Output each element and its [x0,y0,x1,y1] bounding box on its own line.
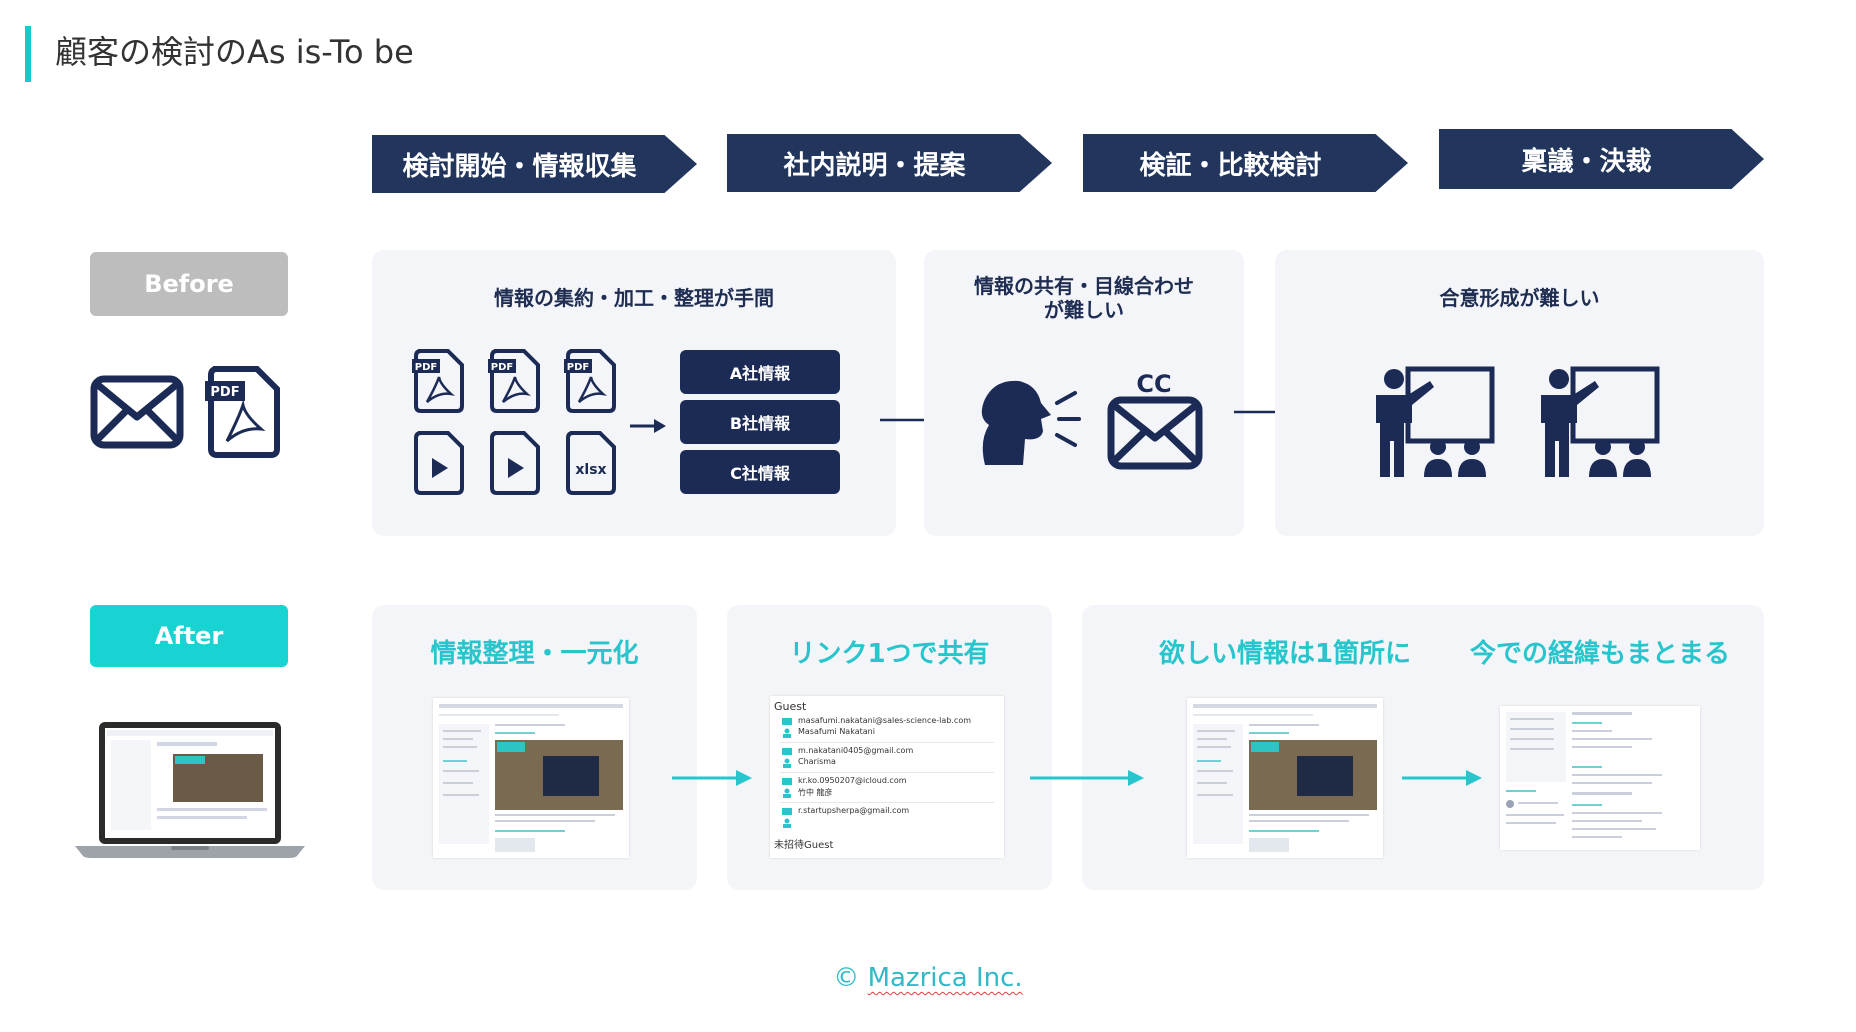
divider [780,742,994,743]
guest-list-header: Guest [774,700,807,713]
copyright-symbol: © [833,963,860,993]
svg-text:PDF: PDF [491,362,513,373]
svg-text:xlsx: xlsx [575,462,606,478]
presenter-icon-2 [1541,366,1660,477]
guest-name-2: Charisma [798,757,836,766]
before-panel-share: 情報の共有・目線合わせ が難しい [924,250,1244,536]
guest-email-2: m.nakatani0405@gmail.com [798,746,914,755]
guest-name-3: 竹中 龍彦 [798,788,833,797]
stage-3: 検証・比較検討 [1083,134,1408,192]
after-title-history: 今での経緯もまとまる [1469,639,1730,669]
after-title-single-place: 欲しい情報は1箇所に [1158,639,1412,669]
guest-list-footer: 未招待Guest [774,840,834,851]
svg-text:CC: CC [1136,370,1171,398]
title-accent-bar [25,26,31,82]
divider [780,802,994,803]
svg-text:PDF: PDF [415,362,437,373]
history-page-screenshot [1500,706,1700,850]
before-panel-share-title-1: 情報の共有・目線合わせ [974,274,1194,298]
mail-icon [90,375,184,449]
guest-email-1: masafumi.nakatani@sales-science-lab.com [798,716,971,725]
video-file-icon-2 [490,431,540,495]
document-page-screenshot-1 [433,698,629,858]
info-box-a: A社情報 [680,350,840,394]
arrow-right-icon [672,770,752,786]
video-file-icon-1 [414,431,464,495]
before-panel-share-title-2: が難しい [1044,298,1124,322]
before-panel-collect-title: 情報の集約・加工・整理が手間 [494,286,774,310]
after-label: After [90,605,288,667]
pdf-tag: PDF [210,385,239,400]
stage-4-label: 稟議・決裁 [1521,146,1652,177]
guest-name-1: Masafumi Nakatani [798,727,875,736]
pdf-file-icon-2: PDF [488,349,540,413]
arrow-right-icon [1030,770,1144,786]
arrow-right-icon [1402,770,1482,786]
mail-person-icon [782,718,792,738]
document-page-screenshot-2 [1187,698,1383,858]
xlsx-file-icon: xlsx [566,431,616,495]
laptop-icon [75,722,305,858]
footer-brand: Mazrica Inc. [867,963,1023,993]
arrow-right-icon [630,419,666,433]
stage-4: 稟議・決裁 [1439,129,1764,189]
guest-email-3: kr.ko.0950207@icloud.com [798,776,907,785]
pdf-file-icon-3: PDF [564,349,616,413]
before-label: Before [90,252,288,316]
after-title-share-link: リンク1つで共有 [789,639,990,669]
footer-copyright: © Mazrica Inc. [0,963,1856,993]
cc-mail-icon: CC [1107,370,1203,470]
page-title: 顧客の検討のAs is-To be [55,33,414,71]
mail-person-icon [782,748,792,768]
guest-email-4: r.startupsherpa@gmail.com [798,806,910,815]
mail-person-icon [782,778,792,798]
stage-3-label: 検証・比較検討 [1139,150,1322,181]
after-title-organize: 情報整理・一元化 [430,639,639,669]
svg-text:PDF: PDF [567,362,589,373]
speaking-person-icon [981,380,1081,465]
stage-1: 検討開始・情報収集 [372,135,697,193]
presenter-icon-1 [1376,366,1495,477]
before-panel-consensus-title: 合意形成が難しい [1439,286,1600,310]
stage-1-label: 検討開始・情報収集 [402,151,637,182]
stage-2: 社内説明・提案 [727,134,1052,192]
stage-2-label: 社内説明・提案 [783,150,966,181]
divider [780,772,994,773]
before-panel-consensus: 合意形成が難しい [1275,250,1764,536]
guest-list-screenshot: Guest masafumi.nakatani@sales-science-la… [770,696,1004,858]
pdf-file-icon: PDF [205,366,280,458]
pdf-file-icon-1: PDF [412,349,464,413]
info-box-c: C社情報 [680,450,840,494]
info-box-b: B社情報 [680,400,840,444]
mail-person-icon [782,808,792,828]
